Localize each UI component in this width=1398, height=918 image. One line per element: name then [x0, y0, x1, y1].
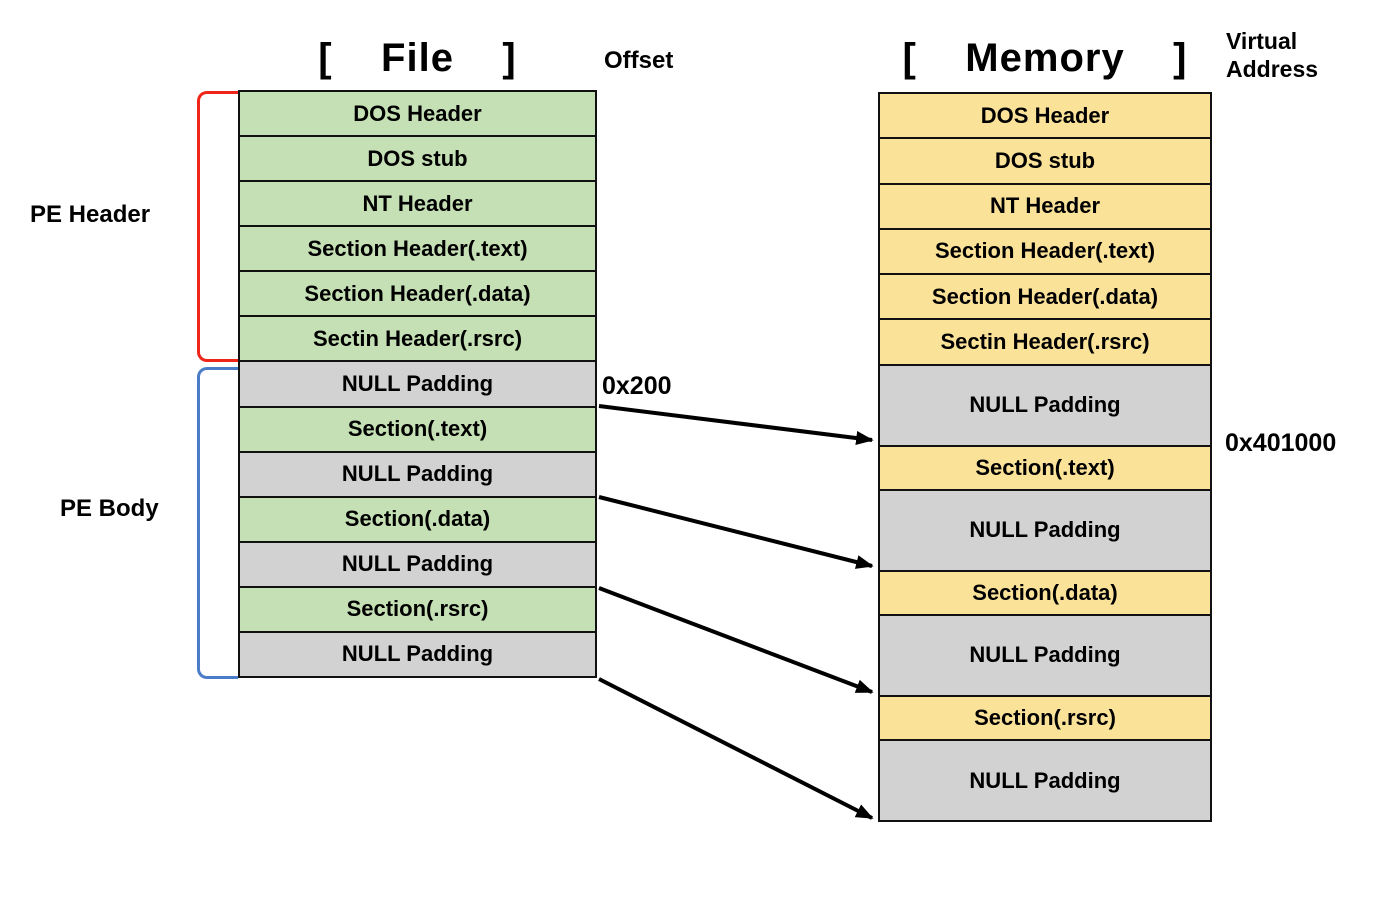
memory-row-section-header-text: Section Header(.text)	[880, 229, 1210, 276]
offset-axis-label: Offset	[604, 47, 674, 74]
virtual-address-line1: Virtual	[1226, 28, 1298, 54]
file-column-title: [ File ]	[318, 36, 517, 80]
file-row-section-data: Section(.data)	[240, 497, 595, 543]
memory-row-section-text: Section(.text)	[880, 446, 1210, 491]
memory-row-null-padding: NULL Padding	[880, 365, 1210, 447]
memory-row-section-rsrc: Section(.rsrc)	[880, 696, 1210, 742]
file-row-dos-header: DOS Header	[240, 92, 595, 138]
file-row-null-padding: NULL Padding	[240, 362, 595, 408]
memory-row-section-data: Section(.data)	[880, 571, 1210, 617]
file-row-section-header-text: Section Header(.text)	[240, 227, 595, 273]
file-row-sectin-header-rsrc: Sectin Header(.rsrc)	[240, 317, 595, 363]
file-row-nt-header: NT Header	[240, 182, 595, 228]
file-row-section-text: Section(.text)	[240, 407, 595, 453]
memory-column-title: [ Memory ]	[902, 36, 1188, 80]
pe-header-label: PE Header	[30, 201, 151, 228]
pe-header-bracket	[197, 91, 238, 362]
file-row-null-padding: NULL Padding	[240, 632, 595, 677]
virtual-address-line2: Address	[1226, 56, 1319, 82]
memory-row-null-padding: NULL Padding	[880, 741, 1210, 821]
file-row-null-padding: NULL Padding	[240, 452, 595, 498]
memory-row-nt-header: NT Header	[880, 184, 1210, 230]
file-row-section-rsrc: Section(.rsrc)	[240, 587, 595, 633]
memory-row-null-padding: NULL Padding	[880, 490, 1210, 572]
file-row-section-header-data: Section Header(.data)	[240, 272, 595, 318]
virtual-address-axis-label: Virtual Address	[1226, 27, 1318, 83]
pe-body-label: PE Body	[60, 495, 159, 522]
memory-row-sectin-header-rsrc: Sectin Header(.rsrc)	[880, 320, 1210, 366]
arrow-section-rsrc	[598, 586, 874, 694]
memory-row-dos-stub: DOS stub	[880, 139, 1210, 185]
memory-row-null-padding: NULL Padding	[880, 616, 1210, 697]
arrow-file-end	[598, 677, 874, 820]
arrow-section-text	[598, 404, 874, 446]
arrow-section-data	[598, 495, 874, 569]
file-offset-label: 0x200	[602, 372, 672, 400]
file-row-dos-stub: DOS stub	[240, 137, 595, 183]
file-row-null-padding: NULL Padding	[240, 542, 595, 588]
memory-row-section-header-data: Section Header(.data)	[880, 275, 1210, 321]
memory-row-dos-header: DOS Header	[880, 94, 1210, 140]
virtual-address-value-label: 0x401000	[1225, 429, 1337, 457]
pe-body-bracket	[197, 367, 238, 679]
